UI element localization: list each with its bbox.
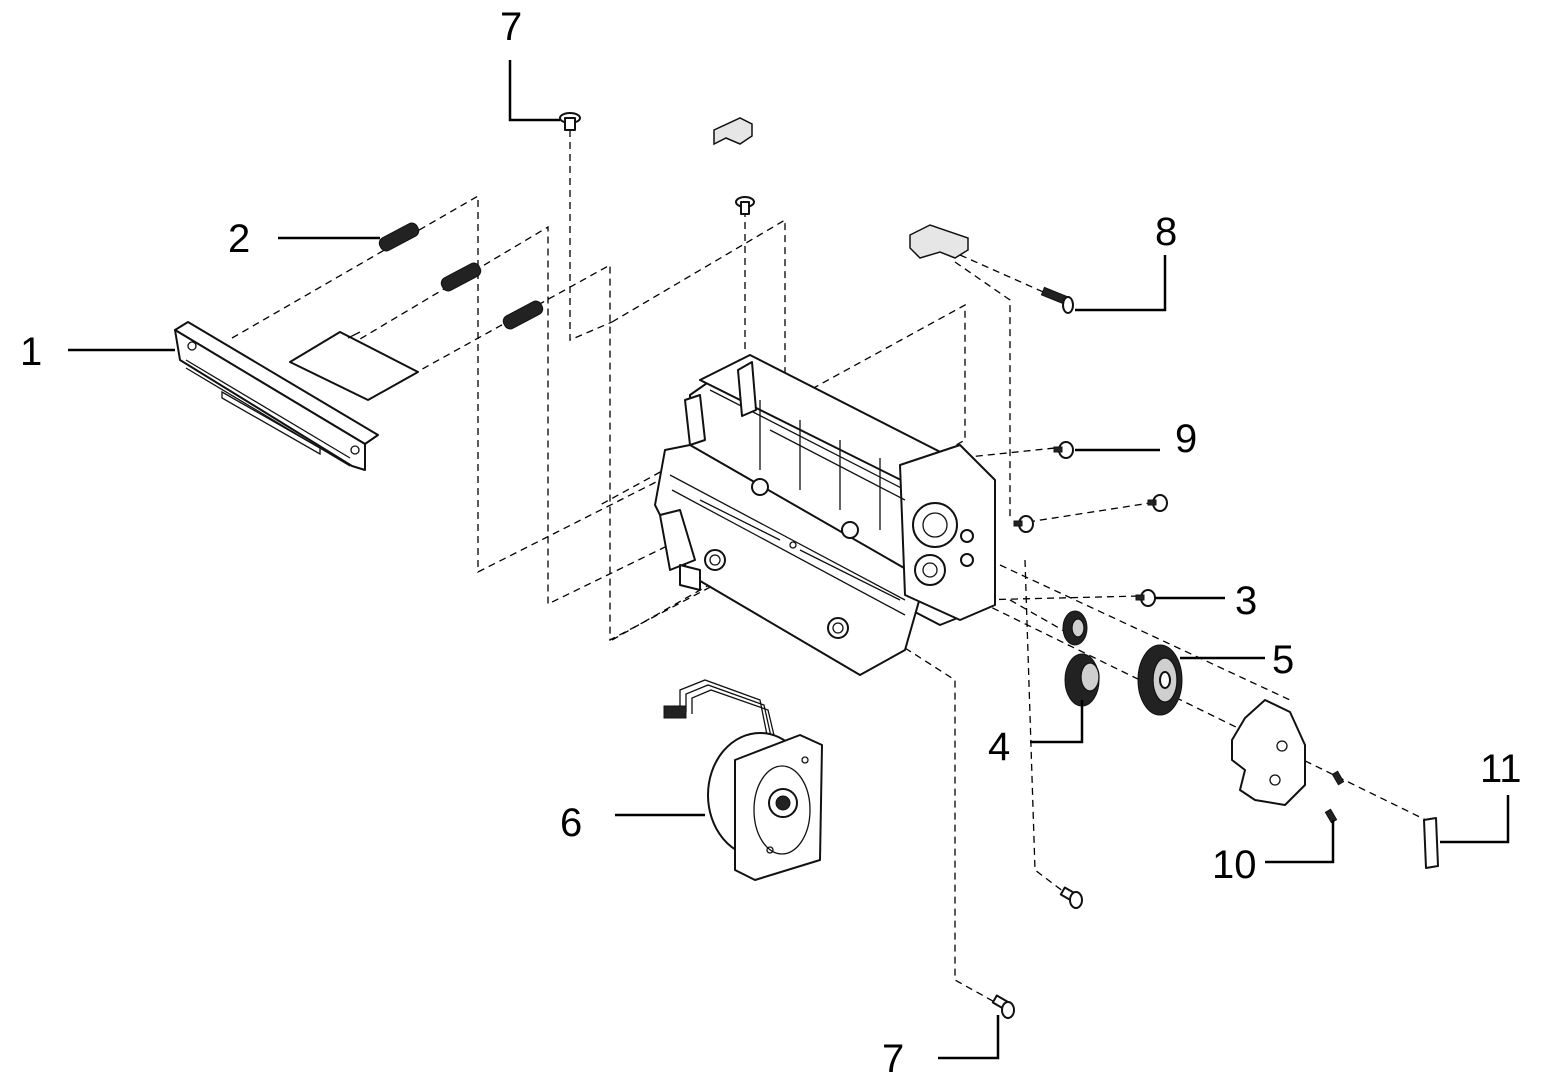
callout-6: 6 — [560, 801, 582, 845]
cover-plate — [1231, 699, 1306, 806]
bracket-part — [909, 224, 969, 259]
screw-top — [559, 112, 581, 131]
callout-labels: 1 2 7 8 9 3 5 4 6 11 10 7 — [20, 5, 1522, 1081]
stepper-motor — [663, 679, 823, 881]
screw-lower — [1059, 886, 1083, 909]
main-frame — [654, 354, 996, 676]
callout-7-bottom: 7 — [882, 1037, 904, 1081]
gear-5 — [1137, 644, 1183, 716]
assembly-guide-lines — [231, 130, 1431, 1006]
gear-4 — [1064, 653, 1100, 707]
callout-4: 4 — [988, 725, 1010, 769]
clip-part — [713, 117, 753, 146]
screw-7-bottom — [991, 994, 1015, 1019]
callout-8: 8 — [1155, 210, 1177, 254]
callout-11: 11 — [1480, 747, 1522, 791]
screws-10 — [1324, 770, 1345, 824]
leader-lines — [68, 60, 1510, 1060]
callout-5: 5 — [1272, 638, 1294, 682]
screw-3 — [1135, 589, 1156, 607]
screw-top-2 — [735, 196, 755, 215]
callout-2: 2 — [228, 217, 250, 261]
callout-3: 3 — [1235, 579, 1257, 623]
callout-10: 10 — [1212, 843, 1257, 887]
screw-9b — [1147, 494, 1168, 512]
callout-1: 1 — [20, 330, 42, 374]
sensor-11 — [1423, 817, 1439, 869]
print-head-part — [174, 321, 419, 471]
callout-9: 9 — [1175, 417, 1197, 461]
callout-7-top: 7 — [500, 5, 522, 49]
screw-frame — [1013, 515, 1034, 533]
compression-springs — [378, 222, 544, 330]
screw-9 — [1053, 441, 1074, 459]
gear-small — [1062, 610, 1088, 646]
screw-8 — [1040, 286, 1074, 314]
